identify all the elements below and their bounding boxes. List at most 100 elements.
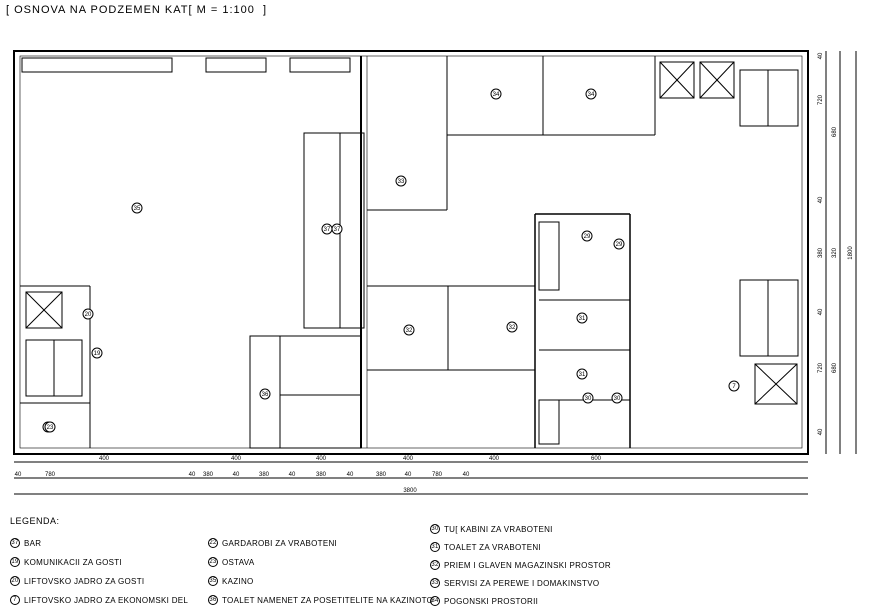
legend-number: 22 bbox=[208, 538, 218, 548]
room-tag: 33 bbox=[398, 179, 405, 185]
dimension-total: 3800 bbox=[403, 488, 417, 494]
legend-number: 32 bbox=[430, 560, 440, 570]
room-tag: 19 bbox=[94, 351, 101, 357]
room-tag-circle bbox=[44, 421, 56, 433]
room-tag: 36 bbox=[262, 392, 269, 398]
legend-number: 19 bbox=[10, 557, 20, 567]
room-tag: 29 bbox=[616, 242, 623, 248]
legend-label: GARDAROBI ZA VRABOTENI bbox=[222, 538, 338, 548]
dimension-label: 400 bbox=[316, 456, 327, 462]
room-tag: 23 bbox=[47, 425, 54, 431]
legend-label: BAR bbox=[24, 538, 42, 548]
room-tag-circle bbox=[582, 392, 594, 404]
legend-heading: LEGENDA: bbox=[10, 516, 60, 526]
dimension-label: 380 bbox=[259, 472, 270, 478]
dimension-label: 720 bbox=[818, 362, 824, 373]
dimension-label: 400 bbox=[231, 456, 242, 462]
dimension-label: 380 bbox=[818, 247, 824, 258]
legend-label: KAZINO bbox=[222, 576, 254, 586]
room-tag: 32 bbox=[406, 328, 413, 334]
room-tag: 32 bbox=[509, 325, 516, 331]
room-tag: 30 bbox=[585, 396, 592, 402]
room-tag-circle bbox=[259, 388, 271, 400]
dimension-label: 680 bbox=[832, 362, 838, 373]
room-tag-circle bbox=[82, 308, 94, 320]
room-tag: 31 bbox=[579, 372, 586, 378]
room-tag-circle bbox=[506, 321, 518, 333]
legend-item: 22 GARDAROBI ZA VRABOTENI bbox=[208, 538, 337, 548]
legend-label: TOALET NAMENET ZA POSETITELITE NA KAZINO… bbox=[222, 595, 434, 605]
dimension-label: 40 bbox=[189, 472, 196, 478]
legend-label: LIFTOVSKO JADRO ZA GOSTI bbox=[24, 576, 145, 586]
room-tag-circle bbox=[576, 312, 588, 324]
legend-item: 31 TOALET ZA VRABOTENI bbox=[430, 542, 541, 552]
legend-label: KOMUNIKACII ZA GOSTI bbox=[24, 557, 123, 567]
room-tag-circle bbox=[581, 230, 593, 242]
room-tag: 37 bbox=[324, 227, 331, 233]
dimension-label: 40 bbox=[405, 472, 412, 478]
legend-label: POGONSKI PROSTORII bbox=[444, 596, 539, 606]
legend-item: 32 PRIEM I GLAVEN MAGAZINSKI PROSTOR bbox=[430, 560, 611, 570]
room-tag-circle bbox=[403, 324, 415, 336]
room-tag: 7 bbox=[732, 384, 736, 390]
dimension-label: 40 bbox=[463, 472, 470, 478]
legend-number: 20 bbox=[10, 576, 20, 586]
dimension-label: 40 bbox=[15, 472, 22, 478]
dimension-label: 400 bbox=[99, 456, 110, 462]
dimension-label: 320 bbox=[832, 247, 838, 258]
legend-item: 20 LIFTOVSKO JADRO ZA GOSTI bbox=[10, 576, 144, 586]
dimension-label: 400 bbox=[489, 456, 500, 462]
room-tag: 35 bbox=[134, 206, 141, 212]
legend-number: 31 bbox=[430, 542, 440, 552]
room-tag: 30 bbox=[614, 396, 621, 402]
dimension-label: 380 bbox=[316, 472, 327, 478]
room-tag-circle bbox=[131, 202, 143, 214]
dimension-label: 40 bbox=[818, 308, 824, 315]
room-tag-circle bbox=[91, 347, 103, 359]
legend-number: 30 bbox=[430, 524, 440, 534]
room-tag: 37 bbox=[334, 227, 341, 233]
room-tag: 29 bbox=[584, 234, 591, 240]
dimension-label: 600 bbox=[591, 456, 602, 462]
room-tag-circle bbox=[613, 238, 625, 250]
room-tag: 20 bbox=[85, 312, 92, 318]
room-tag-circle bbox=[611, 392, 623, 404]
legend-item: 7 LIFTOVSKO JADRO ZA EKONOMSKI DEL bbox=[10, 595, 188, 605]
legend-label: TOALET ZA VRABOTENI bbox=[444, 542, 541, 552]
legend-label: TU[ KABINI ZA VRABOTENI bbox=[444, 524, 553, 534]
room-tag-circle bbox=[728, 380, 740, 392]
dimension-label: 40 bbox=[818, 196, 824, 203]
room-tag-circle bbox=[490, 88, 502, 100]
legend-number: 7 bbox=[10, 595, 20, 605]
dimension-label: 40 bbox=[289, 472, 296, 478]
dimension-label: 680 bbox=[832, 126, 838, 137]
dimension-label: 40 bbox=[233, 472, 240, 478]
dimension-label: 400 bbox=[403, 456, 414, 462]
outer-wall bbox=[13, 50, 809, 455]
dimension-label: 380 bbox=[376, 472, 387, 478]
legend-label: OSTAVA bbox=[222, 557, 255, 567]
legend-label: LIFTOVSKO JADRO ZA EKONOMSKI DEL bbox=[24, 595, 189, 605]
dimension-label: 380 bbox=[203, 472, 214, 478]
room-tag: 34 bbox=[588, 92, 595, 98]
dimension-label: 40 bbox=[818, 52, 824, 59]
drawing-title: [ OSNOVA NA PODZEMEN KAT[ M = 1:100 ] bbox=[6, 4, 268, 16]
legend-label: PRIEM I GLAVEN MAGAZINSKI PROSTOR bbox=[444, 560, 611, 570]
dimension-total: 1800 bbox=[848, 246, 854, 260]
dimension-label: 720 bbox=[818, 94, 824, 105]
room-tag-circle bbox=[331, 223, 343, 235]
legend-item: 19 KOMUNIKACII ZA GOSTI bbox=[10, 557, 122, 567]
room-tag: 31 bbox=[579, 316, 586, 322]
legend-label: SERVISI ZA PEREWE I DOMAKINSTVO bbox=[444, 578, 600, 588]
dimension-label: 40 bbox=[818, 428, 824, 435]
room-tag: 34 bbox=[493, 92, 500, 98]
room-tag-circle bbox=[576, 368, 588, 380]
dimension-label: 40 bbox=[347, 472, 354, 478]
